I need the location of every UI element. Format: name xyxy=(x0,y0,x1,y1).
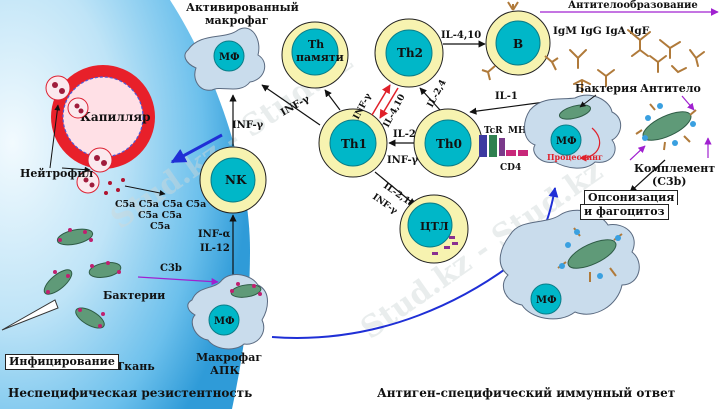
nk-inf-gamma: INF-γ xyxy=(232,120,264,131)
th1-to-memory-arrow xyxy=(324,89,341,111)
capillary: Капилляр xyxy=(51,65,155,169)
cd4-label: CD4 xyxy=(500,163,521,173)
bacterium-pointer xyxy=(579,94,597,108)
granules xyxy=(104,178,125,195)
il1-label: IL-1 xyxy=(495,91,518,102)
th0-to-th2-arrow xyxy=(419,87,441,111)
svg-text:Th0: Th0 xyxy=(436,137,462,151)
th0-cell: Th0 xyxy=(413,108,483,178)
processing-label: Процессинг xyxy=(547,152,603,162)
il410-top-label: IL-4,10 xyxy=(441,30,481,41)
infection-needle xyxy=(1,299,59,331)
b-cell-antibodies xyxy=(481,1,559,81)
th2-th1-il410: IL-4,10 xyxy=(382,93,408,130)
antibody-pointer xyxy=(681,95,695,111)
apc-label-2: АПК xyxy=(210,364,239,377)
infection-label: Инфицирование xyxy=(5,354,119,370)
neutrophil-cells xyxy=(45,75,113,194)
apc-label-1: Макрофаг xyxy=(196,351,262,364)
svg-text:C5a C5a: C5a C5a xyxy=(138,210,182,221)
th1-cell: Th1 xyxy=(318,108,388,178)
phago-mf-nucleus xyxy=(530,283,562,315)
th1-to-activated-mf-arrow xyxy=(261,84,321,126)
opsonization-label-1: Опсонизация xyxy=(584,190,679,205)
capillary-label: Капилляр xyxy=(80,110,151,124)
opsonization-arrow xyxy=(629,159,666,193)
svg-text:C5a C5a C5a C5a: C5a C5a C5a C5a xyxy=(115,199,206,210)
activated-macrophage-title-1: Активированный xyxy=(186,1,299,14)
complement-pointer-2 xyxy=(629,145,646,161)
immunoglobulin-label: IgM IgG IgA IgE xyxy=(553,25,650,37)
neutrophil-pointer-2 xyxy=(61,166,91,173)
opsonized-bacterium xyxy=(635,103,697,151)
c5a-labels: C5a C5a C5a C5a C5a C5a C5a xyxy=(115,199,206,232)
chemotaxis-arrow xyxy=(170,133,223,164)
th2-cell: Th2 xyxy=(374,18,444,88)
bacteria-group-left xyxy=(43,228,122,329)
c3b-arrow xyxy=(137,276,219,286)
activated-mf-nucleus xyxy=(213,40,245,72)
free-antibodies xyxy=(569,29,705,93)
nk-cell: NK xyxy=(199,146,267,214)
antigen-presentation-curve xyxy=(271,187,559,339)
inf-alpha-label: INF-α xyxy=(198,229,231,240)
phago-mf-label: МФ xyxy=(536,295,557,306)
bacterium-label: Бактерия xyxy=(575,82,637,95)
antibody-label: Антитело xyxy=(640,82,701,95)
apc-mf-label: МФ xyxy=(214,316,235,327)
bacteria-left-label: Бактерии xyxy=(103,289,165,302)
processing-mf-nucleus xyxy=(550,124,582,156)
c3b-left-label: C3b xyxy=(160,263,182,274)
th-memory-cell: Th памяти xyxy=(281,21,349,89)
il1-arrow xyxy=(469,101,546,115)
b-cell: B xyxy=(485,10,551,76)
tcr-label: TcR xyxy=(484,126,503,136)
neutrophil-label: Нейтрофил xyxy=(20,167,93,180)
il12-label: IL-12 xyxy=(200,243,230,254)
apc-nucleus xyxy=(208,304,240,336)
svg-text:ЦТЛ: ЦТЛ xyxy=(420,220,449,233)
activated-macrophage-title-2: макрофаг xyxy=(205,14,269,27)
il2-label: IL-2 xyxy=(393,129,416,140)
complement-label-2: (C3b) xyxy=(652,175,687,188)
specific-title: Антиген-специфический иммунный ответ xyxy=(377,386,675,400)
th2-th1-inhibit-2 xyxy=(379,87,399,119)
th1-to-ctl-arrow xyxy=(374,171,416,206)
processing-arrow xyxy=(579,127,601,162)
tissue-label: Ткань xyxy=(116,360,155,373)
svg-text:Th1: Th1 xyxy=(341,137,367,151)
complement-label-1: Комплемент xyxy=(634,162,715,175)
svg-text:B: B xyxy=(513,37,523,51)
ctl-cell: ЦТЛ xyxy=(399,194,469,264)
c5a-arrow xyxy=(124,185,166,196)
tcr-mhc-complex xyxy=(479,135,528,157)
antibody-formation-label: Антителообразование xyxy=(568,0,698,11)
il24-label: IL-2,4 xyxy=(426,78,449,109)
opsonization-label-2: и фагоцитоз xyxy=(580,204,669,220)
svg-text:Th2: Th2 xyxy=(397,46,423,60)
th1-th2-inhibit-1 xyxy=(371,84,391,116)
activated-mf-label: МФ xyxy=(219,52,240,63)
th0-inf-gamma: INF-γ xyxy=(387,155,419,166)
svg-text:C5a: C5a xyxy=(150,221,170,232)
svg-text:памяти: памяти xyxy=(296,51,344,64)
processing-mf-label: МФ xyxy=(556,136,577,147)
svg-text:NK: NK xyxy=(225,173,247,187)
svg-text:Th: Th xyxy=(308,38,324,51)
nonspecific-title: Неспецифическая резистентность xyxy=(8,386,252,400)
neutrophil-pointer-1 xyxy=(49,104,61,169)
